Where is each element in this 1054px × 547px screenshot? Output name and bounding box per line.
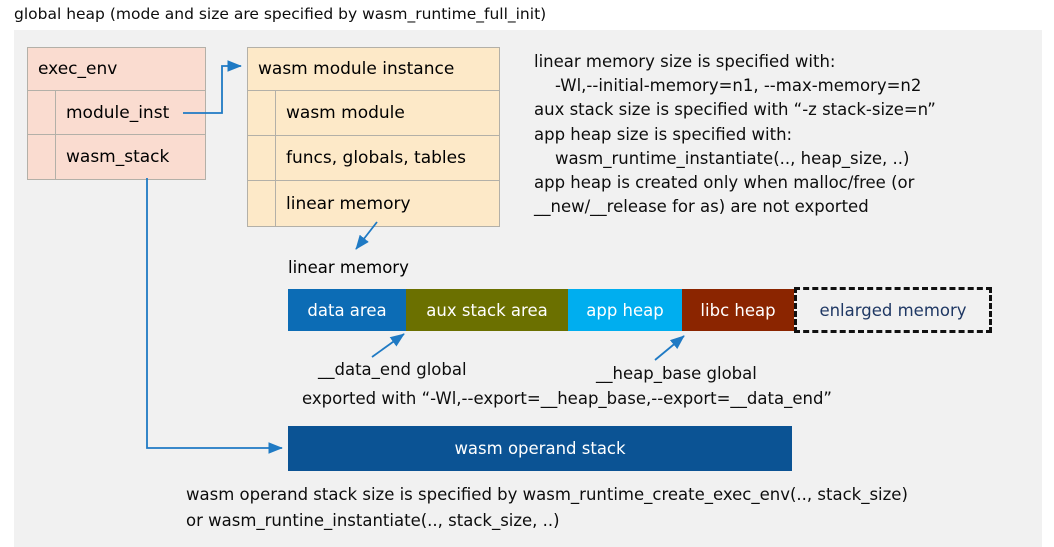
annotation-heap-base: __heap_base global (596, 364, 757, 383)
memory-segment-label: app heap (586, 300, 664, 320)
indent-spacer (248, 91, 276, 135)
memory-segment-label: aux stack area (426, 300, 548, 320)
memory-segment-data-area: data area (288, 289, 406, 331)
exec-env-row-module-inst: module_inst (28, 91, 205, 135)
memory-config-notes: linear memory size is specified with: -W… (534, 52, 936, 217)
indent-spacer (248, 136, 276, 180)
wasm-operand-stack-label: wasm operand stack (454, 439, 626, 458)
indent-spacer (28, 135, 56, 179)
exec-env-row-wasm-stack: wasm_stack (28, 135, 205, 179)
module-instance-header-row: wasm module instance (248, 48, 499, 91)
indent-spacer (248, 181, 276, 226)
module-instance-row-linear-memory: linear memory (248, 181, 499, 226)
linear-memory-label: linear memory (288, 258, 409, 277)
exec-env-header-row: exec_env (28, 48, 205, 91)
memory-segment-app-heap: app heap (568, 289, 682, 331)
annotation-data-end: __data_end global (318, 360, 467, 379)
module-instance-row-funcs-globals-tables: funcs, globals, tables (248, 136, 499, 181)
exec-env-box: exec_env module_inst wasm_stack (27, 47, 206, 180)
module-instance-row-wasm-module: wasm module (248, 91, 499, 136)
memory-segment-label: enlarged memory (819, 300, 967, 320)
module-instance-header-label: wasm module instance (258, 59, 455, 79)
wasm-stack-label: wasm_stack (66, 147, 170, 167)
memory-segment-label: data area (307, 300, 387, 320)
annotation-exported-with: exported with “-Wl,--export=__heap_base,… (302, 389, 832, 408)
wasm-operand-stack-box: wasm operand stack (288, 426, 792, 471)
funcs-globals-tables-label: funcs, globals, tables (286, 148, 466, 168)
operand-stack-notes: wasm operand stack size is specified by … (186, 485, 908, 530)
wasm-module-instance-box: wasm module instance wasm module funcs, … (247, 47, 500, 227)
memory-segment-enlarged-memory: enlarged memory (794, 287, 992, 333)
linear-memory-bar: data area aux stack area app heap libc h… (288, 287, 992, 333)
memory-segment-aux-stack-area: aux stack area (406, 289, 568, 331)
linear-memory-row-label: linear memory (286, 193, 411, 214)
memory-segment-libc-heap: libc heap (682, 289, 794, 331)
indent-spacer (28, 91, 56, 134)
memory-segment-label: libc heap (700, 300, 776, 320)
module-inst-label: module_inst (66, 102, 170, 123)
wasm-module-label: wasm module (286, 103, 405, 123)
exec-env-header-label: exec_env (38, 59, 118, 79)
page-title: global heap (mode and size are specified… (14, 5, 547, 23)
